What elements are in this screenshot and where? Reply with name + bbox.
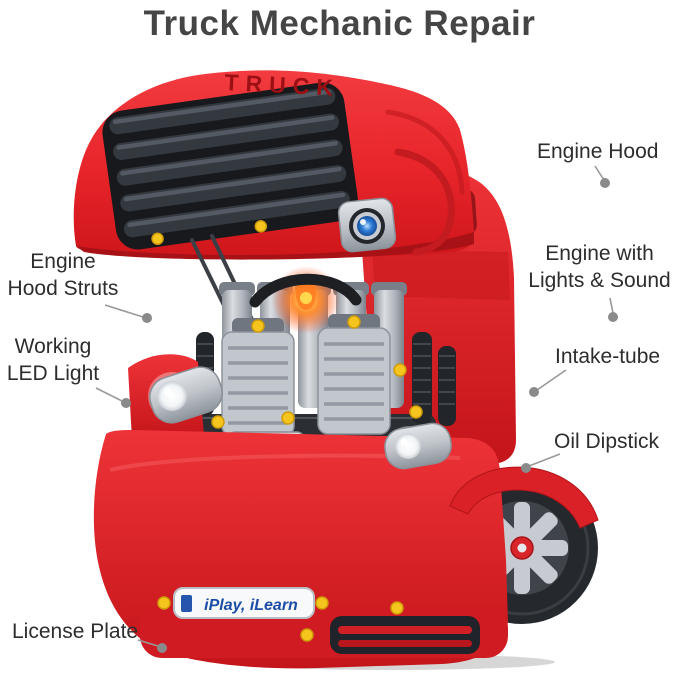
callout-leaders xyxy=(95,165,614,647)
callout-dot-engine-hood xyxy=(600,178,610,188)
page-title: Truck Mechanic Repair xyxy=(143,4,536,43)
callout-dot-working-led-light xyxy=(121,398,131,408)
callout-dot-intake-tube xyxy=(529,387,539,397)
callout-label-oil-dipstick: Oil Dipstick xyxy=(554,430,660,453)
callout-label-engine-hood: Engine Hood xyxy=(537,140,659,163)
callout-label-engine-hood-struts: Engine Hood Struts xyxy=(7,250,119,300)
callout-dot-engine-lights-sound xyxy=(608,312,618,322)
engine-hood-panel: TRUCK xyxy=(73,69,475,260)
bumper-screws xyxy=(300,601,404,642)
bumper-grille xyxy=(330,616,480,654)
license-plate-text: iPlay, iLearn xyxy=(204,597,298,614)
truck-badge-text: TRUCK xyxy=(224,69,341,101)
leader-engine-lights-sound xyxy=(609,297,614,314)
hood-grille xyxy=(102,82,358,250)
engine-cylinders-front xyxy=(221,314,391,437)
callout-dots xyxy=(121,178,618,653)
leader-working-led-light xyxy=(95,387,123,402)
leader-intake-tube xyxy=(536,369,567,391)
hood-underside-edge xyxy=(76,232,474,260)
callout-dot-engine-hood-struts xyxy=(142,313,152,323)
hood-headlight-icon xyxy=(337,197,397,253)
callout-dot-oil-dipstick xyxy=(521,463,531,473)
front-right-light xyxy=(384,422,452,470)
license-plate: iPlay, iLearn xyxy=(157,587,329,619)
callout-label-working-led-light: Working LED Light xyxy=(6,335,100,385)
hood-swoosh xyxy=(394,148,455,256)
grille-screws xyxy=(151,220,268,246)
wheel-fender xyxy=(449,466,599,529)
leader-license-plate xyxy=(137,639,159,647)
leader-oil-dipstick xyxy=(528,453,561,467)
working-led-light xyxy=(148,366,223,424)
callout-label-license-plate: License Plate xyxy=(12,620,139,643)
callout-dot-license-plate xyxy=(157,643,167,653)
leader-engine-hood-struts xyxy=(104,304,144,318)
callout-label-engine-lights-sound: Engine with Lights & Sound xyxy=(528,242,671,292)
callout-label-intake-tube: Intake-tube xyxy=(555,345,661,368)
leader-engine-hood xyxy=(594,165,605,181)
engine-hose xyxy=(249,273,362,308)
